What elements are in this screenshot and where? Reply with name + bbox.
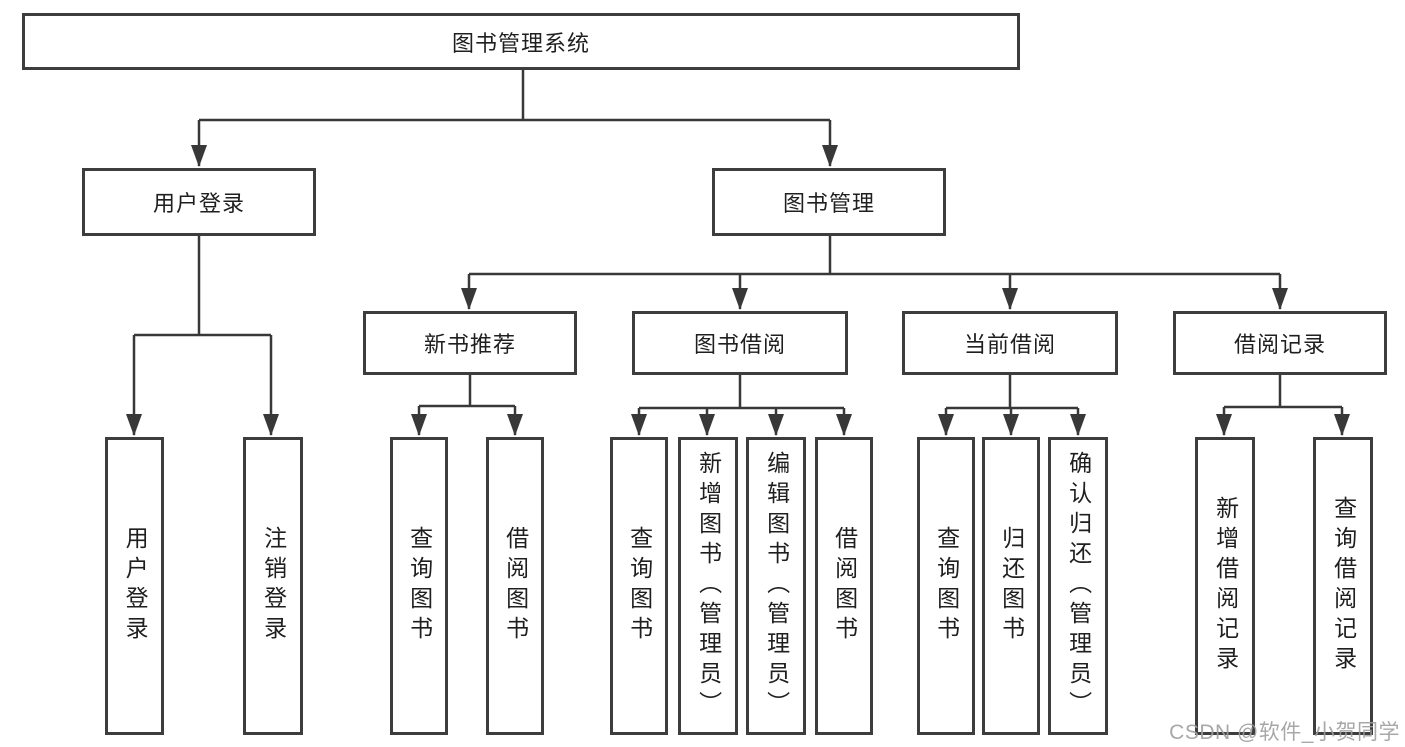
leaf-add-borrow-record: 新增借阅记录: [1195, 437, 1255, 735]
node-book-management: 图书管理: [712, 168, 946, 236]
node-new-book-recommend: 新书推荐: [363, 311, 577, 375]
leaf-label: 借阅图书: [502, 526, 529, 646]
leaf-edit-book-admin: 编辑图书（管理员）: [746, 437, 806, 735]
leaf-user-login: 用户登录: [105, 437, 164, 735]
leaf-query-books-3: 查询图书: [917, 437, 975, 735]
csdn-watermark: CSDN @软件_小贺同学: [1169, 721, 1400, 744]
node-current-borrow: 当前借阅: [902, 311, 1118, 375]
leaf-label: 新增图书（管理员）: [695, 451, 722, 721]
leaf-label: 用户登录: [122, 526, 149, 646]
leaf-label: 编辑图书（管理员）: [763, 451, 790, 721]
leaf-label: 归还图书: [998, 526, 1025, 646]
leaf-label: 借阅图书: [831, 526, 858, 646]
leaf-label: 注销登录: [260, 526, 287, 646]
node-book-borrow: 图书借阅: [632, 311, 848, 375]
leaf-query-books-1: 查询图书: [390, 437, 448, 735]
leaf-query-borrow-record: 查询借阅记录: [1313, 437, 1373, 735]
leaf-borrow-books-2: 借阅图书: [815, 437, 873, 735]
leaf-add-book-admin: 新增图书（管理员）: [678, 437, 738, 735]
leaf-label: 新增借阅记录: [1212, 496, 1239, 676]
node-user-login: 用户登录: [82, 168, 316, 236]
leaf-query-books-2: 查询图书: [610, 437, 668, 735]
leaf-confirm-return-admin: 确认归还（管理员）: [1048, 437, 1108, 735]
arrowheads: [126, 145, 1350, 436]
node-borrow-records: 借阅记录: [1173, 311, 1387, 375]
connector-path: [132, 70, 1344, 435]
leaf-label: 查询借阅记录: [1330, 496, 1357, 676]
leaf-label: 查询图书: [406, 526, 433, 646]
leaf-label: 确认归还（管理员）: [1065, 451, 1092, 721]
leaf-label: 查询图书: [933, 526, 960, 646]
node-root: 图书管理系统: [22, 13, 1020, 70]
leaf-logout: 注销登录: [243, 437, 303, 735]
leaf-label: 查询图书: [626, 526, 653, 646]
leaf-return-book: 归还图书: [982, 437, 1040, 735]
leaf-borrow-books-1: 借阅图书: [486, 437, 544, 735]
